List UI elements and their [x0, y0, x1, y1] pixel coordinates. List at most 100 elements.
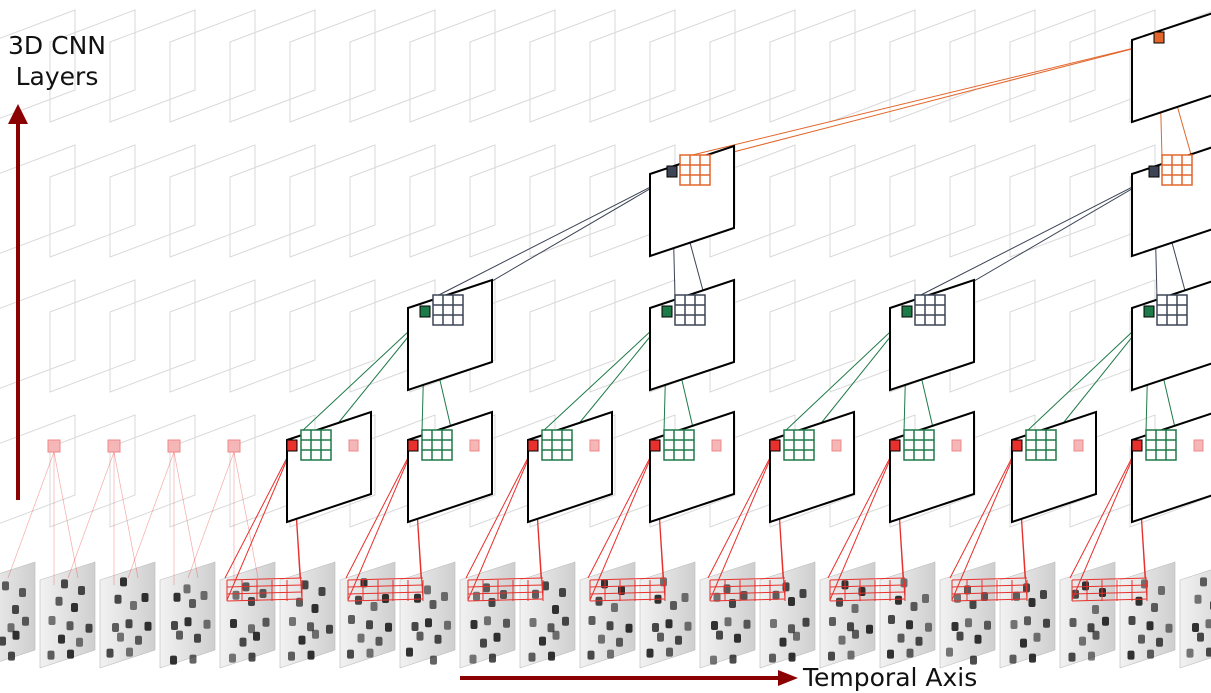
input-pixel	[130, 601, 137, 610]
layer1-kernel-grid	[301, 430, 331, 460]
input-pixel	[965, 618, 972, 627]
input-pixel	[925, 623, 932, 632]
active-unit	[1132, 440, 1142, 451]
input-pixel	[171, 621, 178, 630]
input-pixel	[1147, 621, 1154, 630]
input-pixel	[725, 617, 732, 626]
active-unit	[902, 306, 912, 317]
input-pixel	[1011, 620, 1018, 629]
faded-unit	[48, 440, 60, 452]
input-pixel	[1136, 597, 1143, 606]
input-pixel	[552, 605, 559, 614]
background-frame	[230, 280, 315, 392]
input-pixel	[562, 617, 569, 626]
input-pixel	[685, 622, 692, 631]
input-pixel	[906, 620, 913, 629]
input-pixel	[711, 621, 718, 630]
layer2-kernel-grid	[915, 295, 945, 325]
input-pixel	[957, 632, 964, 641]
input-pixel	[430, 600, 437, 609]
layer2-kernel-grid	[1157, 295, 1187, 325]
input-pixel	[984, 621, 991, 630]
input-pixel	[425, 618, 432, 627]
background-frame	[410, 10, 495, 122]
input-pixel	[1088, 652, 1095, 661]
arrow-right-icon	[778, 670, 798, 686]
active-unit	[667, 166, 677, 177]
background-frame	[1010, 10, 1095, 122]
input-pixel	[788, 597, 795, 606]
grid-border	[915, 295, 945, 325]
input-pixel	[1197, 633, 1204, 642]
input-pixel	[503, 619, 510, 628]
layer1-kernel-grid	[664, 430, 694, 460]
background-frame	[770, 280, 855, 392]
layer1-kernel-grid	[1146, 430, 1176, 460]
input-pixel	[734, 634, 741, 643]
input-pixel	[444, 621, 451, 630]
active-unit	[1149, 166, 1159, 177]
layer3-connection	[680, 42, 1159, 158]
input-pixel	[0, 637, 6, 646]
input-pixel	[730, 655, 737, 664]
input-pixel	[326, 625, 333, 634]
background-frame	[470, 10, 555, 122]
input-pixel	[911, 602, 918, 611]
input-frame-bg	[1000, 562, 1055, 668]
input-pixel	[954, 594, 961, 603]
input-pixel	[1034, 633, 1041, 642]
grid-border	[301, 430, 331, 460]
background-frame	[50, 280, 135, 392]
grid-border	[1146, 430, 1176, 460]
input-pixel	[489, 654, 496, 663]
input-pixel	[852, 604, 859, 613]
input-pixel	[1092, 605, 1099, 614]
background-frame	[170, 280, 255, 392]
input-frame	[220, 562, 275, 668]
input-pixel	[657, 633, 664, 642]
active-unit	[770, 440, 780, 451]
input-pixel	[19, 588, 26, 597]
input-pixel	[366, 620, 373, 629]
input-pixel	[494, 633, 501, 642]
input-pixel	[67, 650, 74, 659]
input-pixel	[553, 631, 560, 640]
input-pixel	[253, 632, 260, 641]
input-pixel	[107, 649, 114, 658]
background-frame	[350, 10, 435, 122]
input-pixel	[117, 633, 124, 642]
input-pixel	[1070, 618, 1077, 627]
input-pixel	[471, 620, 478, 629]
y-axis-label-line2: Layers	[6, 61, 108, 92]
input-pixel	[470, 655, 477, 664]
input-pixel	[56, 597, 63, 606]
input-frame	[760, 562, 815, 668]
background-frame	[350, 145, 435, 257]
feature-map	[528, 412, 612, 522]
input-pixel	[1029, 598, 1036, 607]
input-pixel	[1147, 650, 1154, 659]
background-frame	[950, 145, 1035, 257]
layer2-kernel-grid	[675, 295, 705, 325]
input-pixel	[588, 651, 595, 660]
grid-border	[664, 430, 694, 460]
faded-unit	[108, 440, 120, 452]
input-pixel	[888, 615, 895, 624]
input-pixel	[86, 624, 93, 633]
background-frame	[110, 145, 195, 257]
input-pixel	[233, 591, 240, 600]
input-pixel	[184, 584, 191, 593]
faded-unit	[1074, 440, 1083, 451]
input-pixel	[240, 638, 247, 647]
feature-map	[287, 412, 371, 522]
faded-unit	[228, 440, 240, 452]
background-frame	[0, 145, 75, 257]
input-pixel	[866, 625, 873, 634]
input-pixel	[529, 653, 536, 662]
input-pixel	[1020, 639, 1027, 648]
input-pixel	[741, 591, 748, 600]
background-frame	[770, 10, 855, 122]
input-frame-bg	[1060, 562, 1115, 668]
input-frame	[160, 562, 215, 668]
input-pixel	[376, 637, 383, 646]
